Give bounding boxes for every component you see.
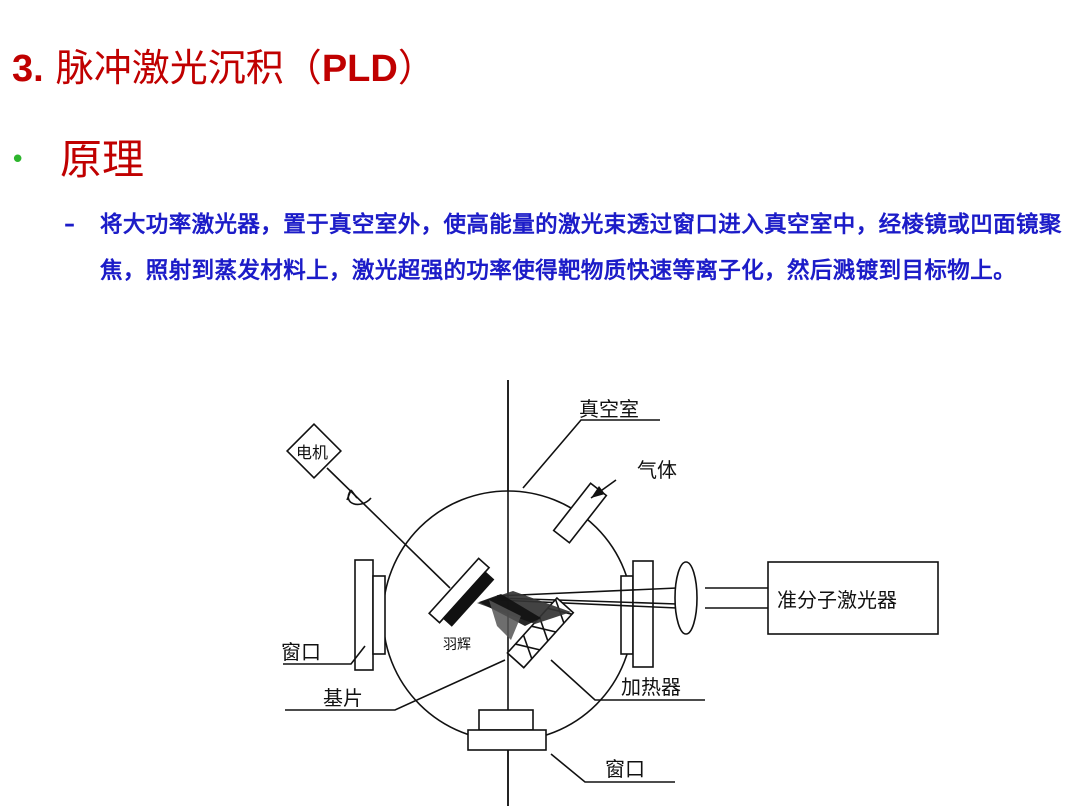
- label-excimer-laser: 准分子激光器: [777, 588, 897, 612]
- leader-substrate: [285, 659, 506, 711]
- bottom-window-flange: [478, 709, 534, 731]
- leader-window-left: [283, 645, 366, 665]
- title-number: 3.: [12, 48, 44, 90]
- leader-heater: [550, 659, 705, 701]
- left-window-flange: [354, 559, 374, 671]
- leader-window-bottom: [550, 753, 675, 783]
- slide-title: 3. 脉冲激光沉积（PLD）: [12, 40, 436, 97]
- right-window-flange: [620, 575, 634, 655]
- motor-box: [285, 422, 343, 480]
- title-abbr: PLD: [321, 48, 398, 90]
- label-plume: 羽辉: [443, 637, 471, 653]
- label-substrate: 基片: [323, 686, 363, 710]
- label-heater: 加热器: [621, 675, 681, 699]
- description-text: 将大功率激光器，置于真空室外，使高能量的激光束透过窗口进入真空室中，经棱镜或凹面…: [100, 212, 1062, 284]
- excimer-laser-box: [767, 561, 939, 635]
- pld-diagram: 真空室 气体 电机 准分子激光器 羽辉 窗口 加热器 基片 窗口: [281, 380, 939, 806]
- target-holder: [428, 557, 495, 627]
- section-heading-row: • 原理: [10, 132, 144, 188]
- leader-vacuum: [522, 419, 660, 489]
- bullet-icon: •: [10, 145, 26, 175]
- section-heading: 原理: [60, 135, 145, 184]
- focusing-lens: [674, 561, 698, 635]
- gas-arrow-head: [591, 486, 605, 498]
- title-text: 脉冲激光沉积（: [55, 46, 322, 90]
- label-gas: 气体: [637, 458, 677, 482]
- label-window-left: 窗口: [281, 640, 321, 664]
- dash-icon: –: [64, 212, 75, 237]
- label-vacuum-chamber: 真空室: [579, 397, 639, 421]
- label-motor: 电机: [296, 443, 328, 462]
- title-close: ）: [397, 46, 436, 90]
- description-row: – 将大功率激光器，置于真空室外，使高能量的激光束透过窗口进入真空室中，经棱镜或…: [64, 202, 1070, 294]
- label-window-bottom: 窗口: [605, 757, 645, 781]
- motor-shaft: [326, 467, 451, 589]
